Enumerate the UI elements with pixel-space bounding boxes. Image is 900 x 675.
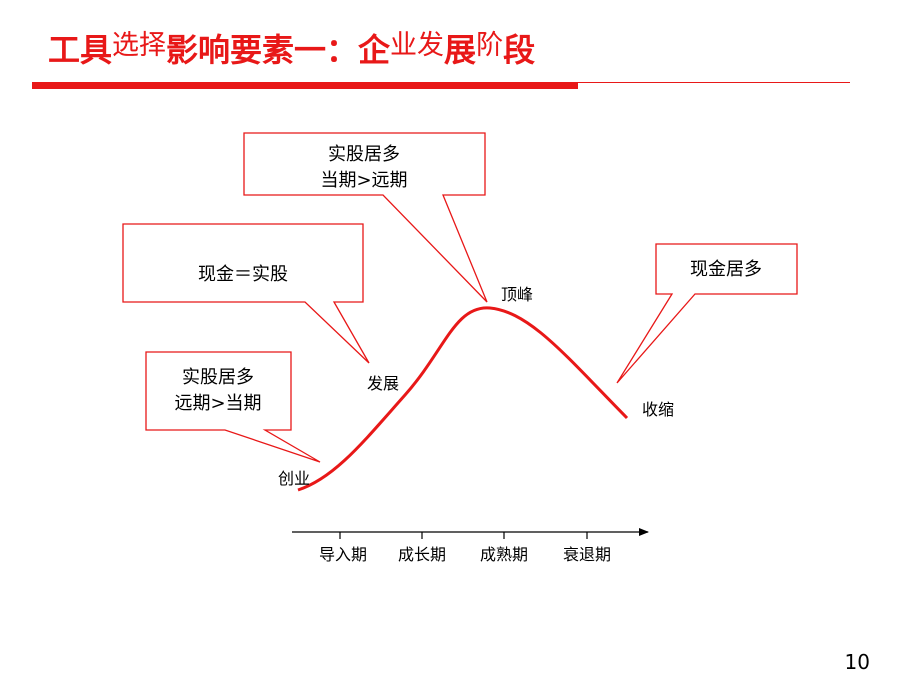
axis-label: 成长期 bbox=[398, 545, 446, 564]
title-segment: 阶 bbox=[476, 30, 504, 61]
callout-contraction-line1: 现金居多 bbox=[690, 259, 762, 280]
callout-peak bbox=[243, 132, 488, 303]
callout-peak-line2: 当期>远期 bbox=[320, 170, 407, 191]
callout-startup-line1: 实股居多 bbox=[182, 367, 254, 388]
callout-development-line1: 现金＝实股 bbox=[198, 264, 288, 285]
callout-startup bbox=[145, 351, 321, 463]
title-segment: 业发 bbox=[390, 30, 445, 61]
title-segment: 段 bbox=[503, 31, 536, 69]
title-underline-thin bbox=[32, 82, 850, 83]
title-segment: 展 bbox=[444, 31, 477, 69]
page-number: 10 bbox=[844, 650, 870, 674]
stage-label-development: 发展 bbox=[367, 374, 399, 393]
title-segment: 影响要素一： bbox=[166, 31, 359, 69]
axis-label: 成熟期 bbox=[480, 545, 528, 564]
axis-label: 导入期 bbox=[319, 545, 367, 564]
title-segment: 企 bbox=[358, 31, 391, 69]
lifecycle-curve bbox=[297, 306, 629, 492]
callout-peak-line1: 实股居多 bbox=[328, 144, 400, 165]
slide-title: 工具选择影响要素一：企业发展阶段 bbox=[48, 31, 536, 69]
title-segment: 工具 bbox=[48, 31, 113, 69]
stage-label-contraction: 收缩 bbox=[642, 400, 674, 419]
axis-label: 衰退期 bbox=[563, 545, 611, 564]
callout-development bbox=[122, 223, 370, 364]
callout-startup-line2: 远期>当期 bbox=[174, 393, 261, 414]
callout-contraction bbox=[616, 243, 798, 384]
stage-label-peak: 顶峰 bbox=[501, 285, 533, 304]
title-segment: 选择 bbox=[112, 30, 167, 61]
stage-label-startup: 创业 bbox=[278, 469, 310, 488]
title-underline-thick bbox=[32, 83, 578, 89]
